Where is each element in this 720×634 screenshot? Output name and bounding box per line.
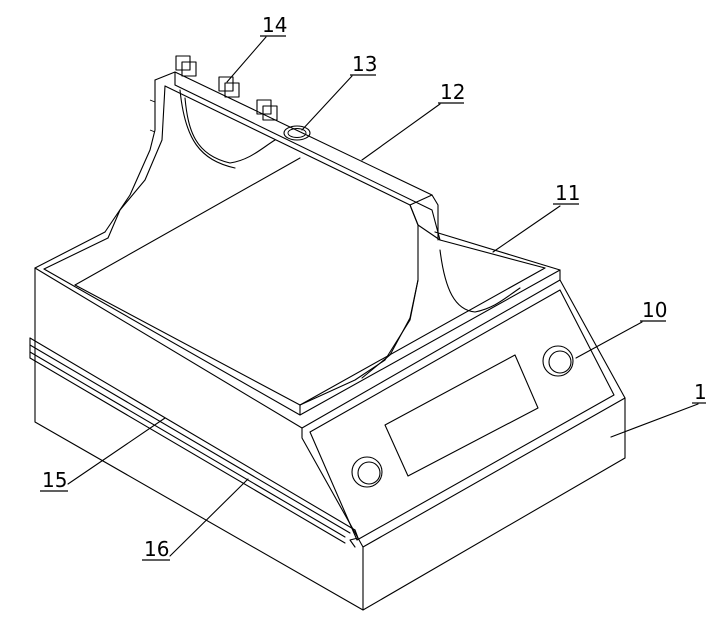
knob-right xyxy=(542,345,574,377)
label-1: 1 xyxy=(694,380,707,404)
part-label-1: 1 xyxy=(692,380,707,404)
part-label-11: 11 xyxy=(553,181,580,205)
label-11: 11 xyxy=(555,181,580,205)
handle-frame xyxy=(104,71,521,406)
part-label-15: 15 xyxy=(40,468,68,492)
leaders xyxy=(67,36,699,557)
label-13: 13 xyxy=(352,52,377,76)
clip-2 xyxy=(218,76,240,98)
part-label-10: 10 xyxy=(640,298,667,322)
part-label-14: 14 xyxy=(260,13,287,37)
display-window xyxy=(384,354,539,477)
label-12: 12 xyxy=(440,80,465,104)
label-15: 15 xyxy=(42,468,67,492)
label-14: 14 xyxy=(262,13,287,37)
clip-1 xyxy=(175,55,197,77)
label-16: 16 xyxy=(144,537,169,561)
housing xyxy=(34,267,626,611)
knob-left xyxy=(351,456,383,488)
side-rails xyxy=(29,337,359,548)
clip-3 xyxy=(256,99,278,121)
label-10: 10 xyxy=(642,298,667,322)
hole xyxy=(283,125,311,141)
part-label-13: 13 xyxy=(350,52,377,76)
part-label-16: 16 xyxy=(142,537,170,561)
tray xyxy=(34,157,561,416)
part-label-12: 12 xyxy=(438,80,465,104)
